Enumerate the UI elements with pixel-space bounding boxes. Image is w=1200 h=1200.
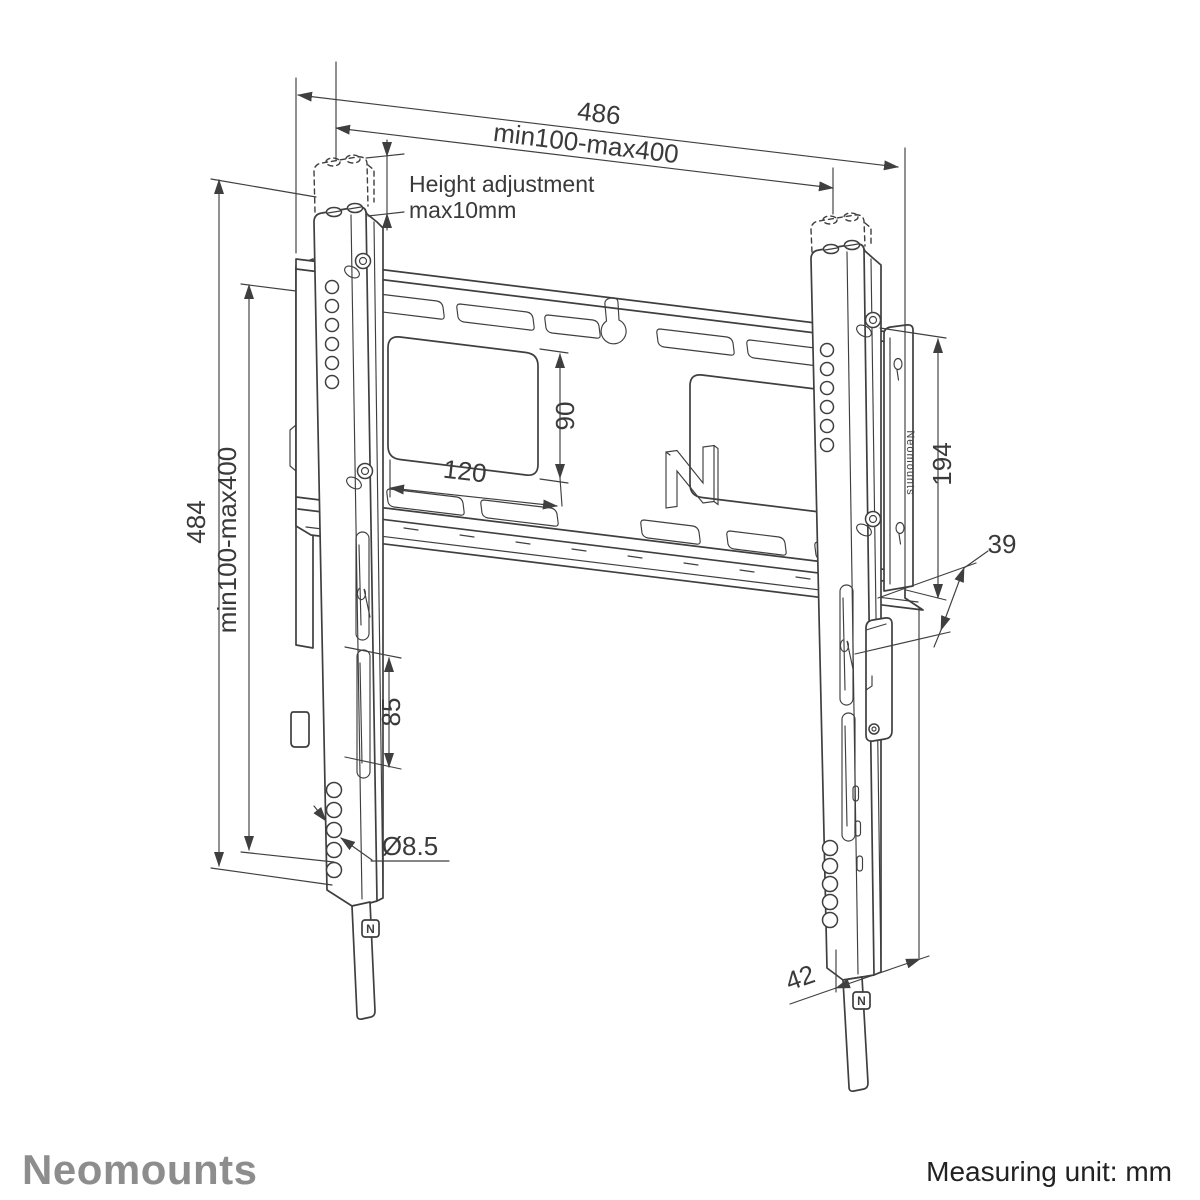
right-arm-lower-holes [821,839,839,929]
right-arm-cap-screws [822,239,861,255]
left-arm-lower-holes [325,781,343,879]
right-arm-latch [865,617,893,742]
left-arm-cap-screws [325,202,364,218]
right-rail-brand-text: Neomounts [904,430,916,495]
dim-height-adjustment-label1: Height adjustment [409,171,595,197]
dim-bottom-depth-label: 42 [782,959,819,997]
right-arm-slots [839,584,856,842]
dim-opening-width-label: 120 [442,454,489,489]
dim-opening-height: 90 [539,348,580,507]
left-arm-slots [355,531,371,779]
dim-slot-spacing: 85 [344,646,406,770]
plate-flange-dashes [403,527,811,580]
dim-wall-rail-height-label: 194 [927,442,957,485]
left-strap-n-badge-text: N [366,922,375,936]
right-wall-rail: Neomounts [883,324,916,592]
left-strap-n-badge [361,919,380,938]
dim-profile-depth: 39 [854,529,1017,655]
dim-height-adjustment: Height adjustment max10mm [365,139,595,231]
right-strap-n-badge [852,991,871,1010]
dim-hole-diameter: Ø8.5 [313,805,450,862]
left-rail-bottom-hook [290,711,310,748]
right-arm-dash-slots [852,785,864,872]
right-bracket-arm: N [810,212,893,1093]
right-rail-keyhole-slots [893,357,905,545]
dim-vesa-height: min100-max400 [212,283,335,863]
dim-profile-depth-label: 39 [988,529,1017,559]
dim-wall-rail-height: 194 [879,327,957,601]
dim-opening-height-label: 90 [550,402,580,431]
plate-keyhole [600,297,627,345]
plate-n-logo [665,444,719,509]
dim-vesa-height-label: min100-max400 [212,447,242,633]
measuring-unit-note: Measuring unit: mm [926,1156,1172,1187]
plate-left-opening [387,335,539,477]
brand-logo: Neomounts [22,1146,258,1193]
left-arm-bolts [344,252,374,490]
dim-total-height: 484 [181,178,333,886]
right-strap-n-badge-text: N [857,994,866,1008]
dim-total-height-label: 484 [181,500,211,543]
dim-height-adjustment-label2: max10mm [409,197,516,223]
left-bracket-arm: N [313,154,384,1021]
wall-plate [295,258,924,611]
dim-total-width-label: 486 [576,96,623,131]
dim-slot-spacing-label: 85 [376,698,406,727]
left-arm-upper-holes [324,279,340,390]
dim-hole-diameter-label: Ø8.5 [382,831,438,861]
right-arm-bolts [856,311,882,537]
left-arm-ghost-cap [313,154,375,213]
right-arm-strap: N [842,976,871,1093]
left-arm-strap: N [351,901,380,1021]
right-arm-upper-holes [819,342,835,453]
dim-opening-width: 120 [389,454,558,510]
